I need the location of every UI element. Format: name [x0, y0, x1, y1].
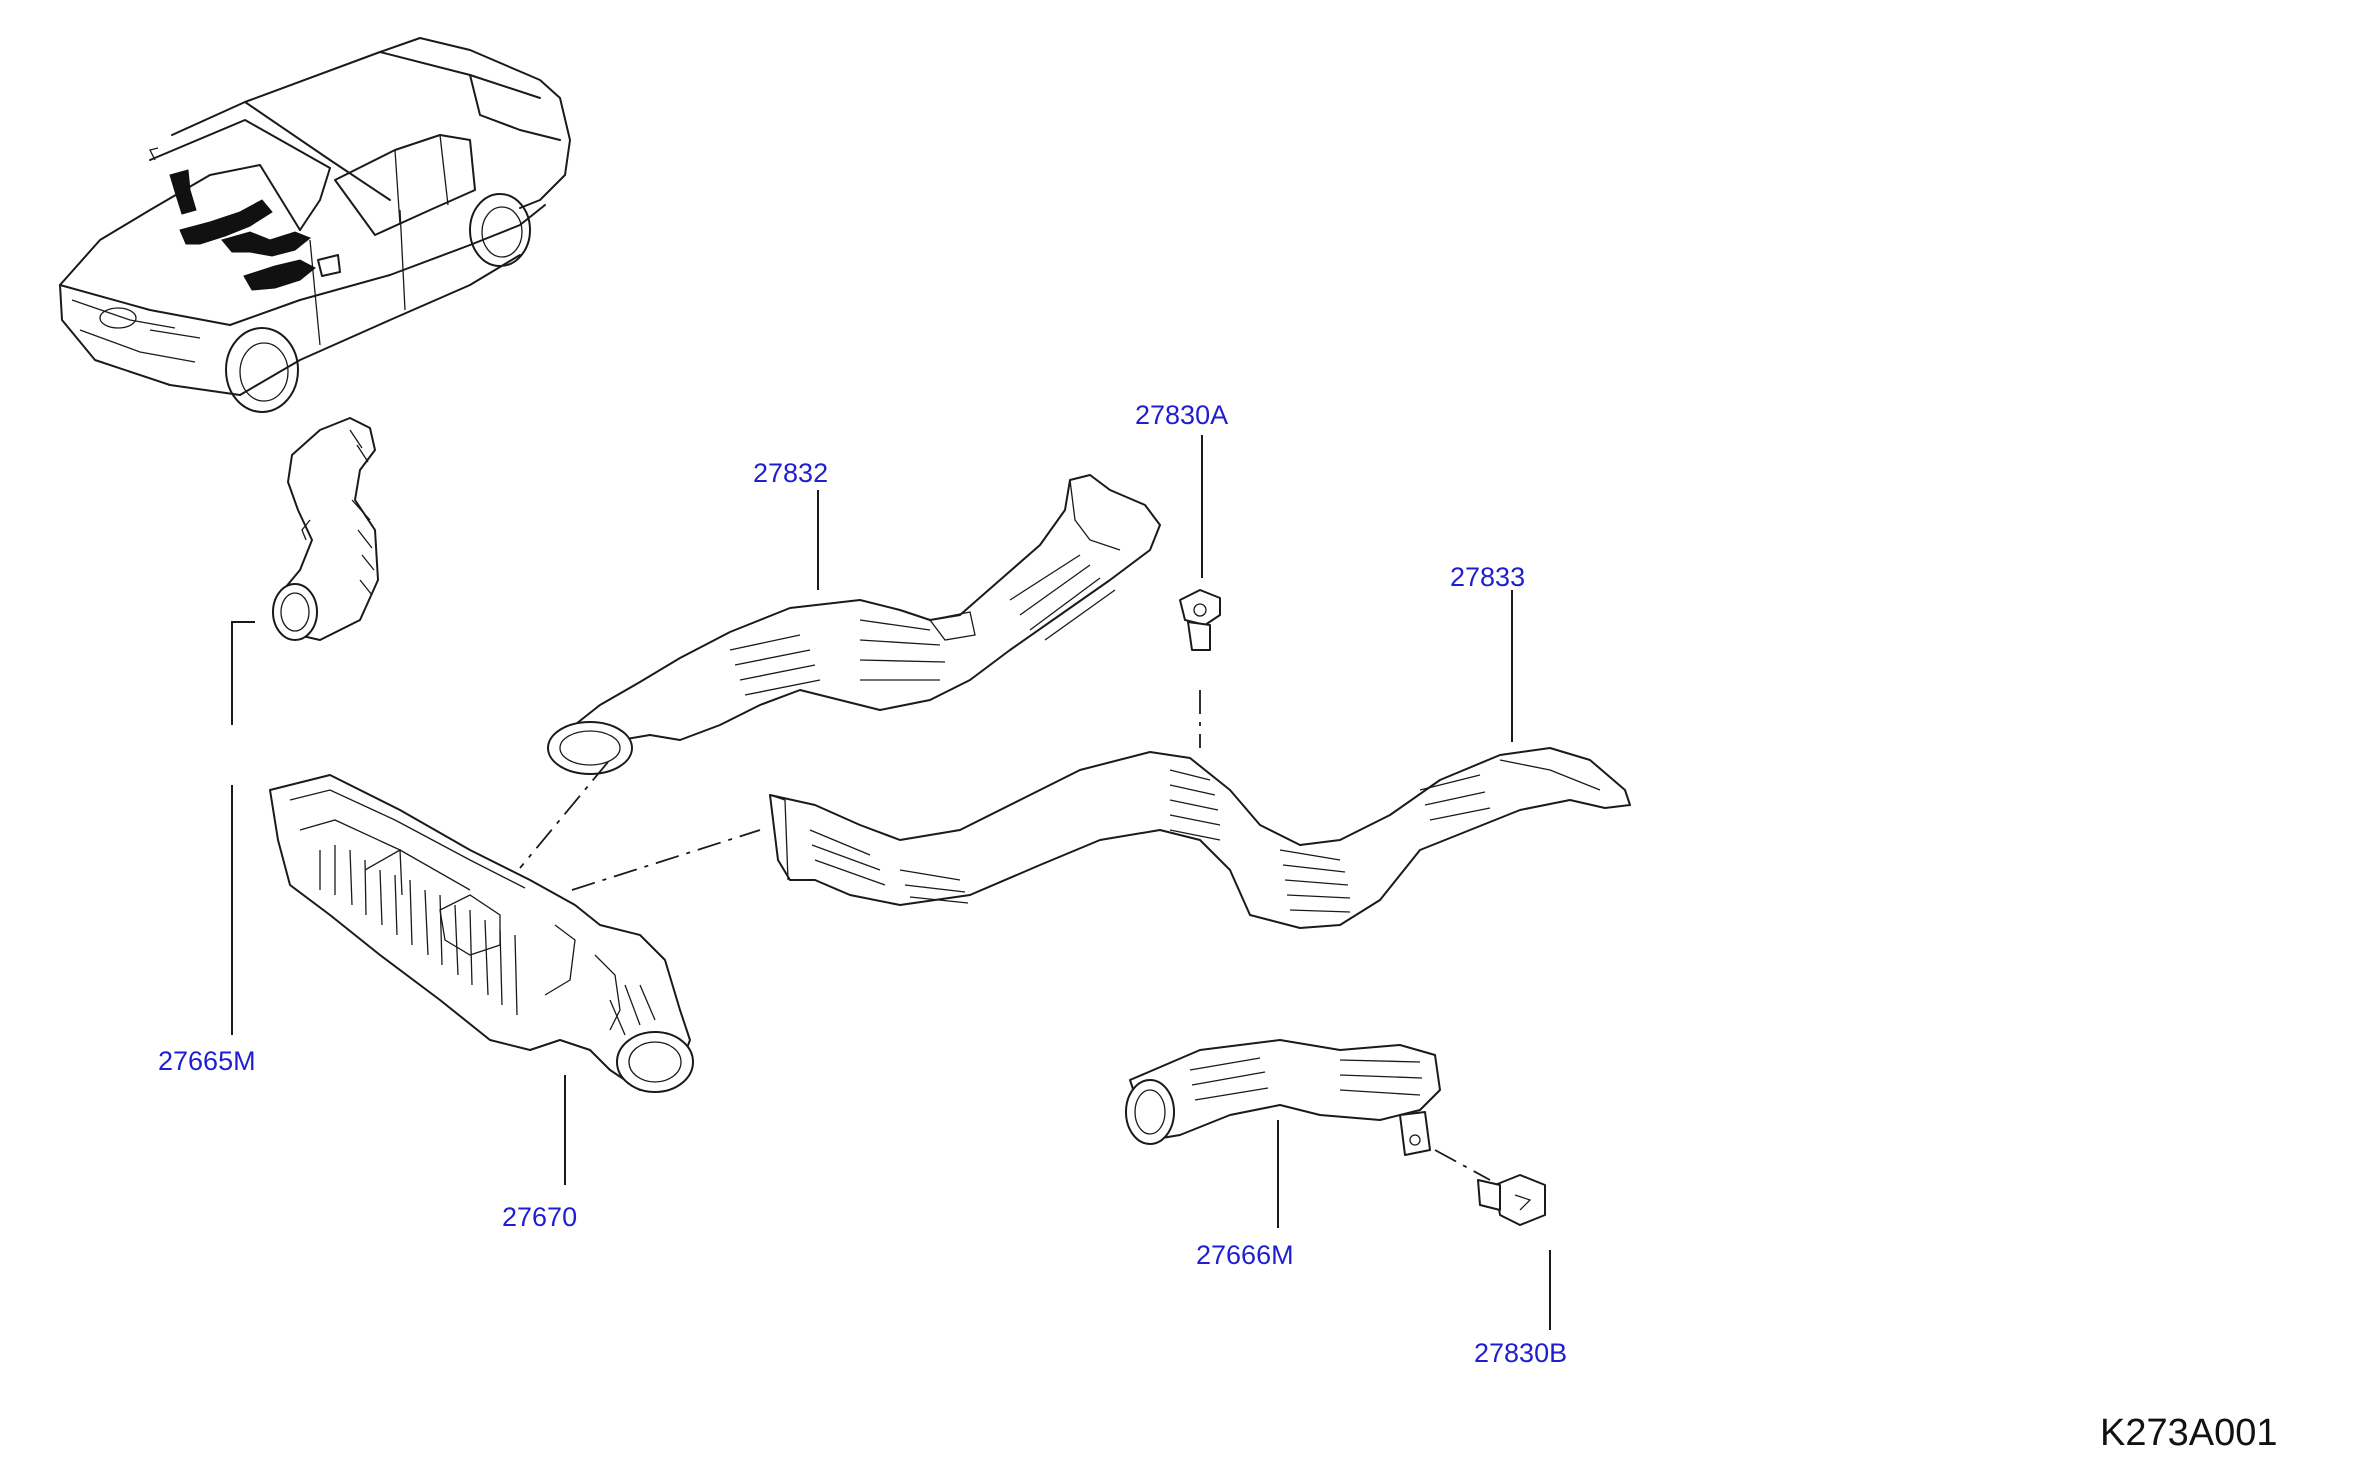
callout-27830A[interactable]: 27830A [1135, 400, 1229, 430]
part-27670-duct-housing [269, 774, 694, 1093]
assembly-lines [519, 690, 1491, 1181]
clip-fastener-icon [1179, 589, 1221, 651]
callout-27666M[interactable]: 27666M [1196, 1240, 1294, 1270]
part-27666M-hose [1125, 1039, 1441, 1156]
part-27832-duct [547, 474, 1161, 775]
callout-27833[interactable]: 27833 [1450, 562, 1526, 592]
diagram-reference-code: K273A001 [2100, 1412, 2278, 1454]
callout-27665M[interactable]: 27665M [158, 1046, 256, 1076]
part-27833-duct [769, 747, 1631, 929]
callout-27832[interactable]: 27832 [753, 458, 829, 488]
leader-lines [231, 435, 1551, 1330]
clip-fastener-icon [1477, 1174, 1546, 1226]
part-27665M-hose [272, 417, 379, 641]
callout-27830B[interactable]: 27830B [1474, 1338, 1568, 1368]
vehicle-overview-icon [59, 37, 571, 413]
callout-27670[interactable]: 27670 [502, 1202, 578, 1232]
